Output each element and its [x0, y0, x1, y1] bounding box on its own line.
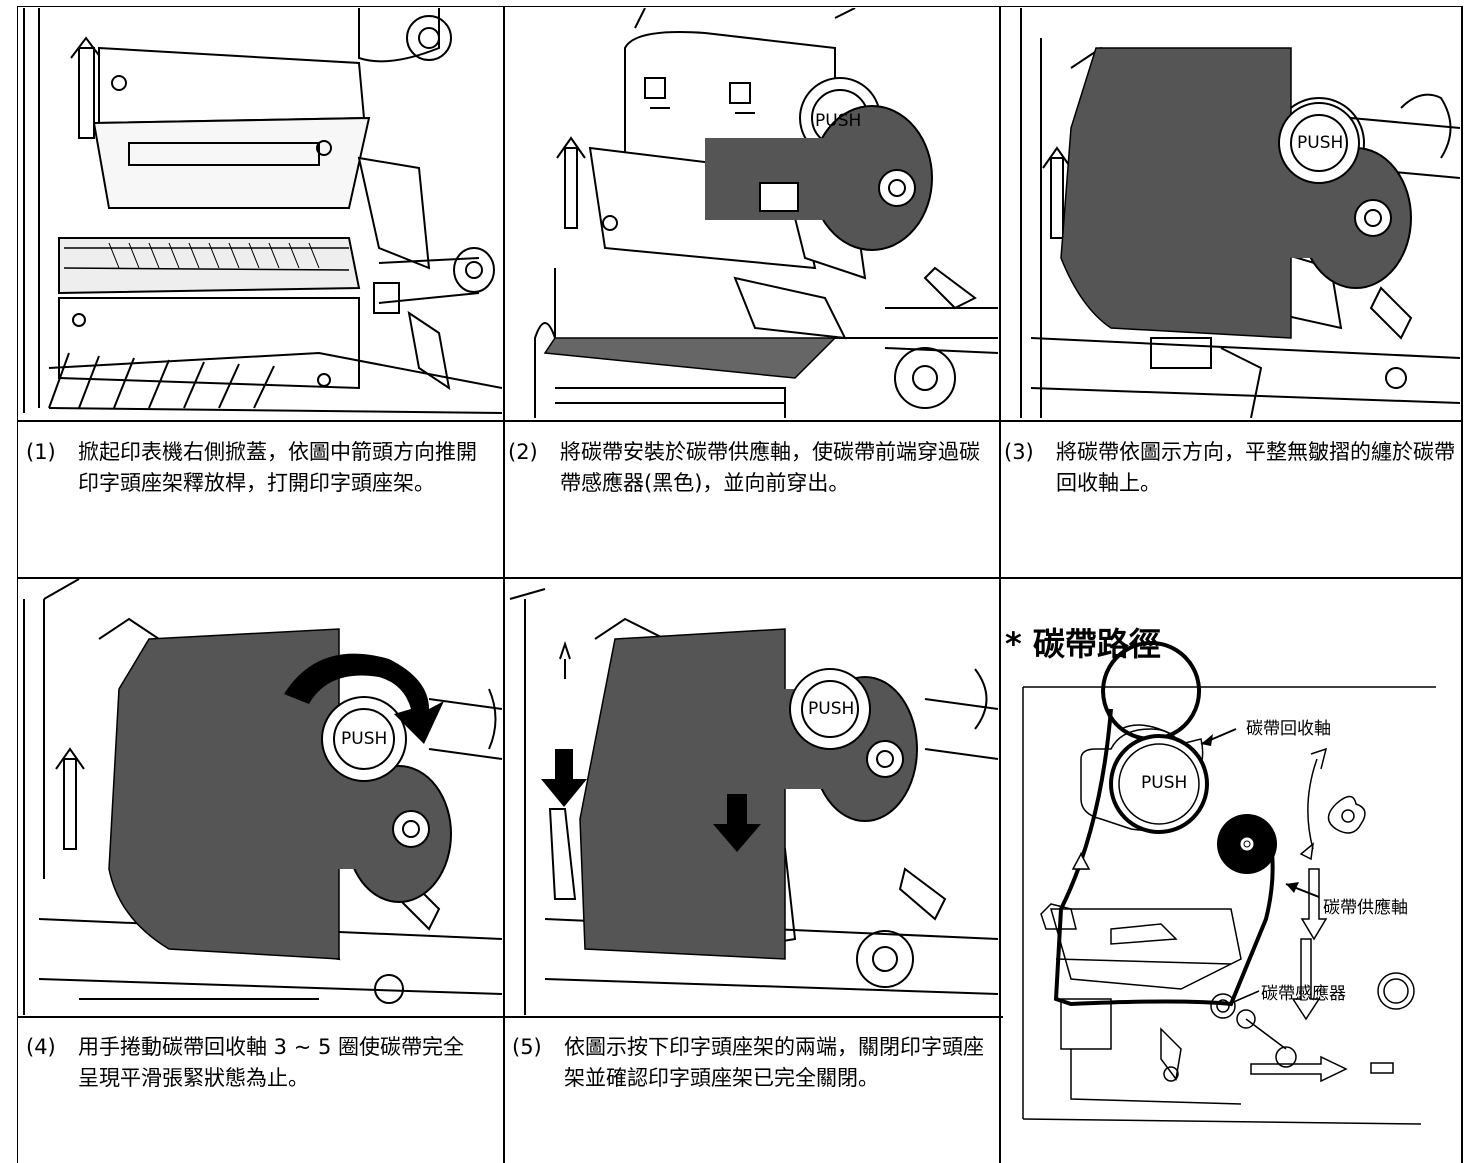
table-divider: [17, 577, 1462, 579]
push-text: PUSH: [1297, 133, 1343, 153]
table-divider: [503, 6, 505, 1163]
step-number: (5): [512, 1035, 542, 1059]
table-divider: [17, 420, 1462, 422]
step-caption: (5) 依圖示按下印字頭座架的兩端，關閉印字頭座架並確認印字頭座架已完全關閉。: [512, 1032, 996, 1157]
instruction-table: [17, 6, 1462, 1163]
push-text: PUSH: [341, 729, 387, 749]
step-text: 用手捲動碳帶回收軸 3 ~ 5 圈使碳帶完全呈現平滑張緊狀態為止。: [78, 1035, 465, 1090]
label-ribbon-sensor: 碳帶感應器: [1261, 983, 1346, 1004]
step-caption: (1) 掀起印表機右側掀蓋，依圖中箭頭方向推開印字頭座架釋放桿，打開印字頭座架。: [26, 437, 500, 567]
push-text: PUSH: [1141, 773, 1187, 793]
table-divider: [1461, 6, 1463, 1163]
label-supply-spindle: 碳帶供應軸: [1323, 897, 1408, 918]
step-caption: (2) 將碳帶安裝於碳帶供應軸，使碳帶前端穿過碳帶感應器(黑色)，並向前穿出。: [508, 437, 996, 567]
step-caption: (4) 用手捲動碳帶回收軸 3 ~ 5 圈使碳帶完全呈現平滑張緊狀態為止。: [26, 1032, 500, 1157]
step-number: (3): [1004, 440, 1034, 464]
step2-illustration: PUSH: [505, 8, 998, 418]
step4-illustration: PUSH: [19, 579, 502, 1015]
step-text: 掀起印表機右側掀蓋，依圖中箭頭方向推開印字頭座架釋放桿，打開印字頭座架。: [78, 440, 477, 495]
step-number: (1): [26, 440, 56, 464]
step-text: 將碳帶依圖示方向，平整無皺摺的纏於碳帶回收軸上。: [1056, 440, 1455, 495]
push-text: PUSH: [815, 111, 861, 131]
step5-illustration: PUSH: [505, 579, 998, 1015]
table-divider: [999, 6, 1001, 1163]
step-text: 依圖示按下印字頭座架的兩端，關閉印字頭座架並確認印字頭座架已完全關閉。: [564, 1035, 984, 1090]
step-caption: (3) 將碳帶依圖示方向，平整無皺摺的纏於碳帶回收軸上。: [1004, 437, 1459, 567]
step-text: 將碳帶安裝於碳帶供應軸，使碳帶前端穿過碳帶感應器(黑色)，並向前穿出。: [560, 440, 980, 495]
step-number: (4): [26, 1035, 56, 1059]
push-text: PUSH: [808, 699, 854, 719]
step3-illustration: PUSH: [1001, 8, 1460, 418]
step-number: (2): [508, 440, 538, 464]
ribbon-path-panel: * 碳帶路徑: [1001, 579, 1460, 1161]
label-rewind-spindle: 碳帶回收軸: [1246, 719, 1331, 739]
table-divider: [17, 1016, 1003, 1018]
step1-illustration: [19, 8, 502, 418]
